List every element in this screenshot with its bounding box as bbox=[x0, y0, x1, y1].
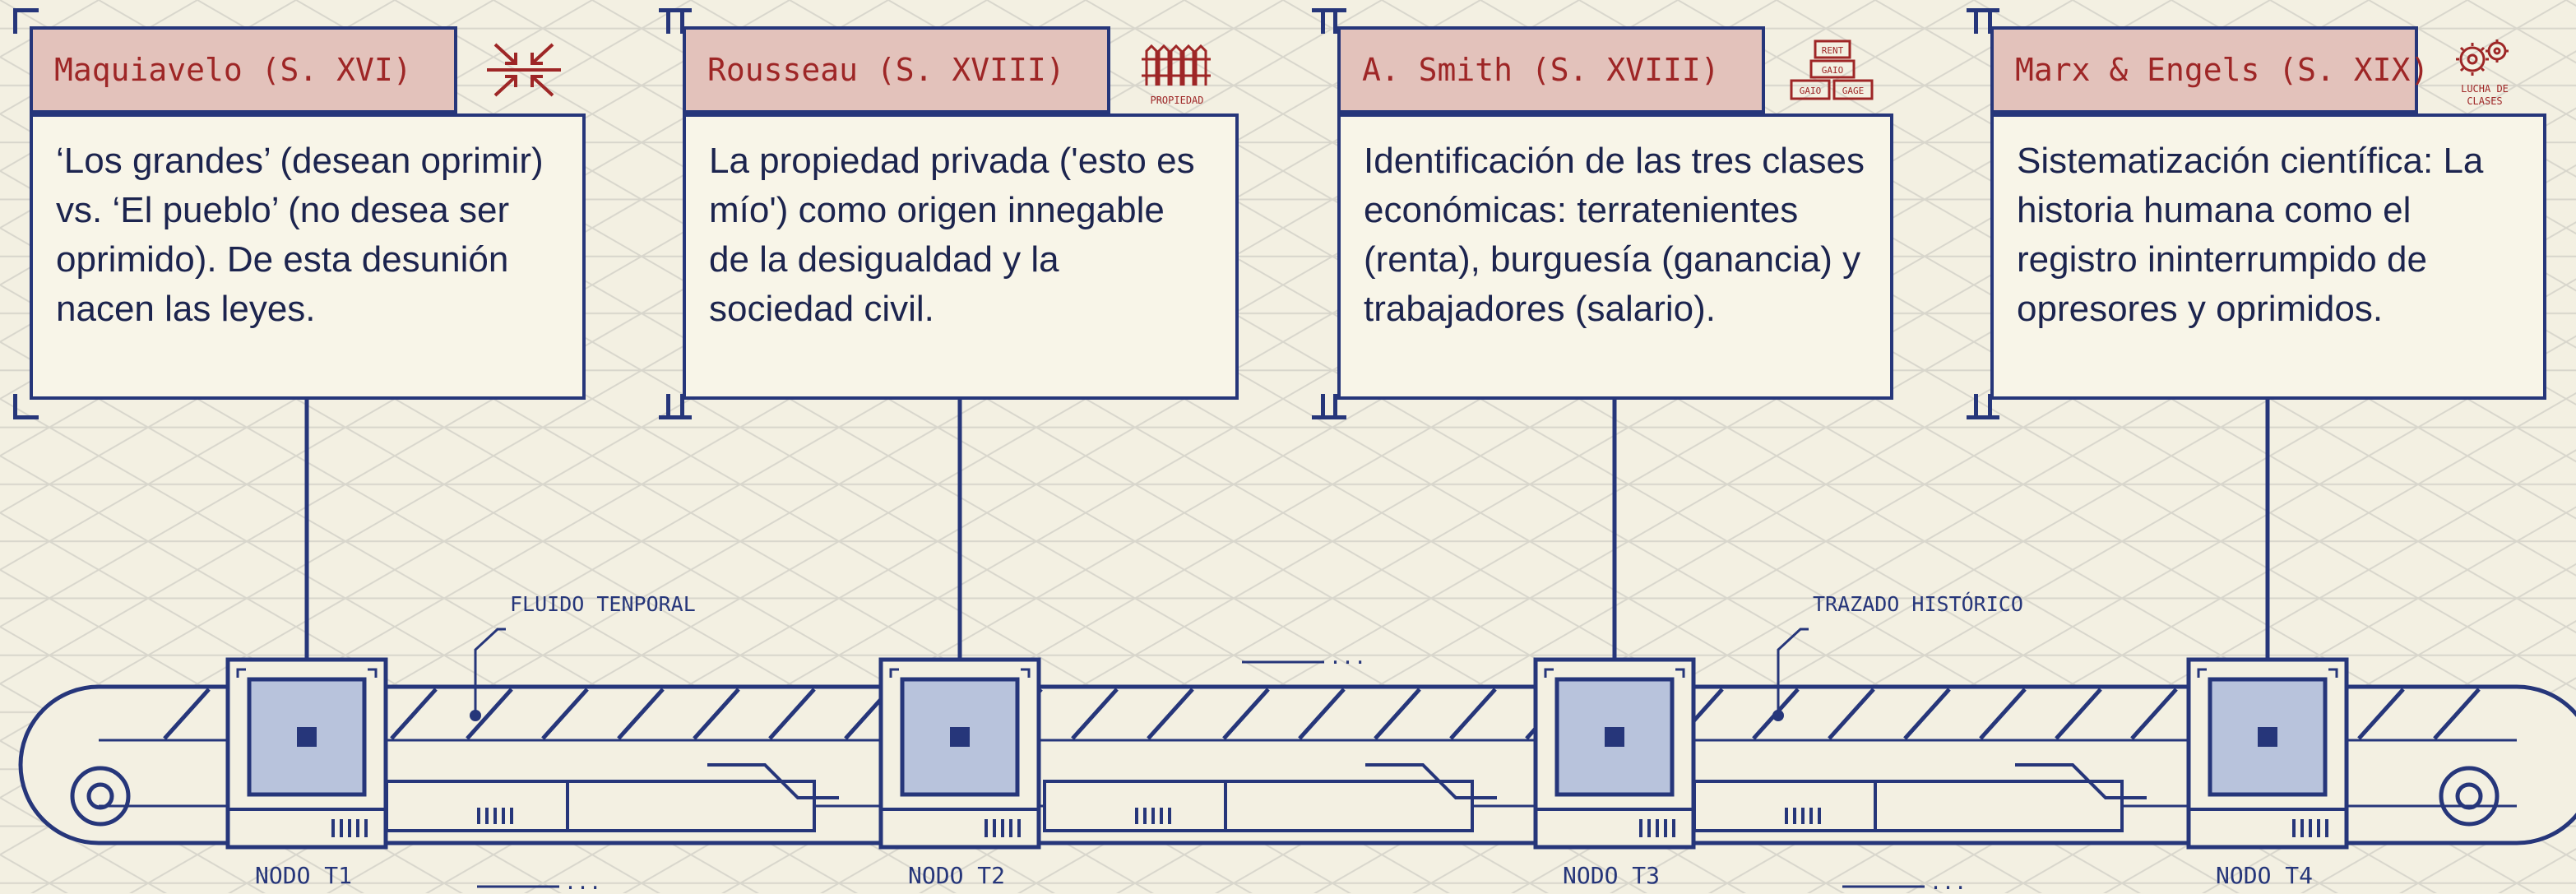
brick-label: GAIO bbox=[1822, 65, 1844, 76]
conveyor-slat bbox=[1903, 688, 1951, 740]
conveyor-slat bbox=[2357, 688, 2405, 740]
timeline-node bbox=[1532, 656, 1697, 854]
card-rousseau: Rousseau (S. XVIII) PROPIEDAD La propied… bbox=[666, 8, 1337, 419]
timeline-node bbox=[2185, 656, 2350, 854]
conveyor-slat bbox=[1828, 688, 1875, 740]
conveyor-slat bbox=[1979, 688, 2027, 740]
card-marx-engels: Marx & Engels (S. XIX) LUCHA DE CLASES S… bbox=[1974, 8, 2576, 419]
trace-annotation: TRAZADO HISTÓRICO bbox=[1813, 592, 2023, 616]
node-label-t1: NODO T1 bbox=[255, 862, 353, 889]
converging-arrows-icon bbox=[479, 26, 569, 113]
conveyor-slat bbox=[163, 688, 211, 740]
conveyor-slat bbox=[1071, 688, 1119, 740]
conveyor-slat bbox=[390, 688, 438, 740]
gears-icon: LUCHA DE CLASES bbox=[2439, 26, 2530, 113]
conveyor-slat bbox=[466, 688, 513, 740]
card-title: Rousseau (S. XVIII) bbox=[683, 26, 1110, 113]
node-label-t3: NODO T3 bbox=[1563, 862, 1661, 889]
conveyor-slat bbox=[1449, 688, 1497, 740]
conveyor-slat bbox=[2433, 688, 2481, 740]
stacked-bricks-icon: RENT GAIO GAIO GAGE bbox=[1786, 26, 1877, 113]
node-label-t2: NODO T2 bbox=[908, 862, 1006, 889]
conveyor-slat bbox=[617, 688, 665, 740]
brick-label: GAIO bbox=[1800, 86, 1822, 96]
card-title: A. Smith (S. XVIII) bbox=[1337, 26, 1765, 113]
conveyor-slat bbox=[1298, 688, 1346, 740]
conveyor-slat bbox=[2130, 688, 2178, 740]
card-maquiavelo: Maquiavelo (S. XVI) ‘Los grandes’ (desea… bbox=[13, 8, 684, 419]
conveyor-slat bbox=[1374, 688, 1421, 740]
node-label-t4: NODO T4 bbox=[2216, 862, 2314, 889]
card-description: Sistematización científica: La historia … bbox=[1990, 113, 2546, 400]
card-title: Marx & Engels (S. XIX) bbox=[1990, 26, 2429, 113]
conveyor-slat bbox=[1147, 688, 1194, 740]
fence-caption: PROPIEDAD bbox=[1150, 95, 1203, 106]
flow-annotation: FLUIDO TENPORAL bbox=[510, 592, 696, 616]
card-description: Identificación de las tres clases económ… bbox=[1337, 113, 1893, 400]
timeline-node bbox=[878, 656, 1042, 854]
card-description: ‘Los grandes’ (desean oprimir) vs. ‘El p… bbox=[30, 113, 586, 400]
timeline-node bbox=[225, 656, 389, 854]
card-title: Maquiavelo (S. XVI) bbox=[30, 26, 457, 113]
card-description: La propiedad privada ('esto es mío') com… bbox=[683, 113, 1239, 400]
ellipsis-mark: ... bbox=[1930, 870, 1967, 894]
gears-caption: CLASES bbox=[2467, 95, 2502, 107]
conveyor-slat bbox=[1222, 688, 1270, 740]
conveyor-slat bbox=[768, 688, 816, 740]
fence-icon: PROPIEDAD bbox=[1132, 26, 1222, 113]
conveyor-slat bbox=[693, 688, 740, 740]
ellipsis-mark: ... bbox=[1329, 645, 1367, 669]
brick-label: GAGE bbox=[1842, 86, 1865, 96]
brick-label: RENT bbox=[1822, 45, 1844, 56]
ellipsis-mark: ... bbox=[564, 870, 602, 894]
card-smith: A. Smith (S. XVIII) RENT GAIO GAIO GAGE … bbox=[1321, 8, 1992, 419]
conveyor-slat bbox=[2055, 688, 2102, 740]
gears-caption: LUCHA DE bbox=[2461, 83, 2509, 95]
conveyor-slat bbox=[541, 688, 589, 740]
